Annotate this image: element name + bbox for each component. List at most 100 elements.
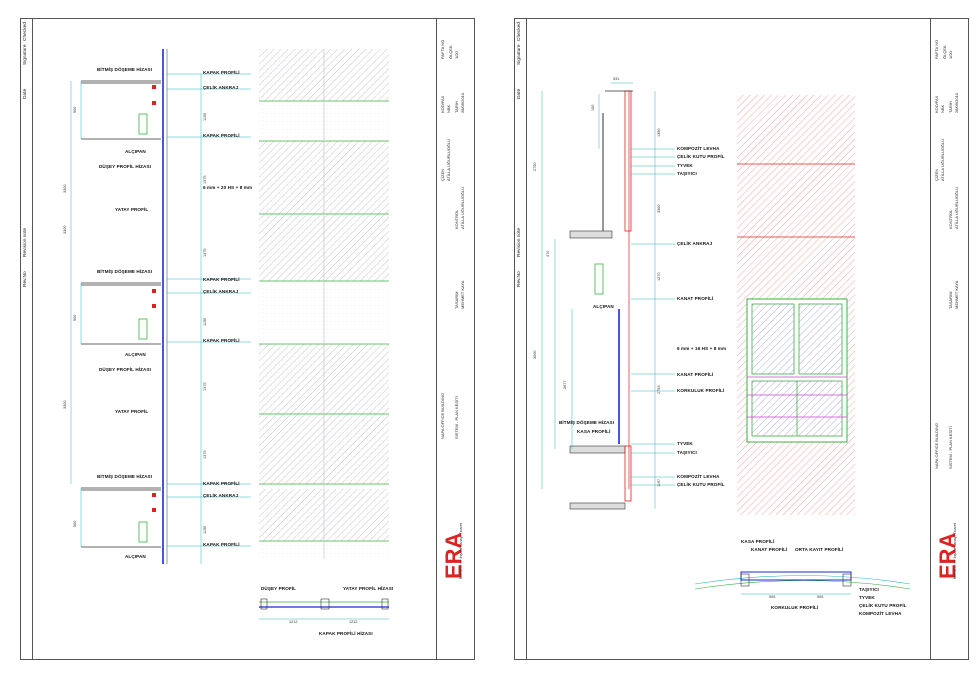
dim-3300-1: 3300 [63, 184, 67, 193]
checked-value-2: ATİLLA UĞURLUOĞLU [954, 186, 959, 229]
label-cover-5: KAPAK PROFİLİ [203, 481, 240, 486]
label-anchor-1: ÇELİK ANKRAJ [203, 85, 239, 90]
title-block-2: PAFTA NO ÖLÇEK 1/20 KOD/FAX NBK TARİH 28… [930, 19, 968, 659]
dim-470: 470 [546, 250, 550, 257]
label-vertical-line-2: DÜŞEY PROFİL HİZASI [99, 367, 152, 372]
label-plan-sash: KANAT PROFİLİ [751, 547, 788, 552]
project-name: NAPA OFFICE BUILDING [440, 392, 445, 439]
dim-1375-4: 1375 [203, 450, 207, 459]
dim-1197: 1197 [657, 478, 661, 487]
company-subtitle: Mimarlık ve İnşaat Sanayi Ticaret [459, 523, 463, 579]
dim-plan-905: 905 [769, 595, 776, 599]
drawn-value-2: ATİLLA UĞURLUOĞLU [940, 138, 945, 181]
scale-label-2: ÖLÇEK [942, 45, 947, 59]
elevation-section-drawing-1 [70, 49, 389, 620]
dim-1375-2: 1375 [203, 248, 207, 257]
project-name-2: NAPA OFFICE BUILDING [934, 422, 939, 469]
checked-label-2: KONTROL [948, 209, 953, 229]
label-plan-handrail: KORKULUK PROFİLİ [771, 605, 819, 610]
label-composite-1: KOMPOZİT LEVHA [677, 146, 720, 151]
dim-3300-3: 3300 [63, 400, 67, 409]
dim-1270: 1270 [657, 272, 661, 281]
designer-value-2: MEHMET KAYA [954, 280, 959, 309]
company-subtitle-2: Mimarlık ve İnşaat Sanayi Ticaret [953, 523, 957, 579]
sheet-no-label: PAFTA NO [440, 39, 445, 59]
company-logo-2: ERA [935, 532, 960, 579]
sheet-name: SİSTEM - PLAN KESİTİ [454, 396, 459, 439]
drawing-sheet-2: Date Signature Checked Rev.No Revision n… [514, 18, 969, 660]
dim-1150-3: 1150 [203, 525, 207, 534]
checked-value: ATİLLA UĞURLUOĞLU [460, 186, 465, 229]
revision-strip-2: Date Signature Checked Rev.No Revision n… [515, 19, 527, 659]
dim-plan-905b: 905 [817, 595, 824, 599]
drawn-label-2: ÇİZEN [934, 169, 939, 181]
label-frame: KASA PROFİLİ [577, 429, 611, 434]
dim-3300: 3300 [657, 204, 661, 213]
label-carrier-1: TAŞIYICI [677, 171, 697, 176]
label-drywall: ALÇIPAN [593, 304, 614, 309]
label-floor-level: BİTMİŞ DÖŞEME HİZASI [559, 420, 615, 425]
scale-value: 1/20 [454, 51, 459, 59]
label-cover-3: KAPAK PROFİLİ [203, 277, 240, 282]
title-block-1: PAFTA NO ÖLÇEK 1/20 KOD/FAX NBK TARİH 28… [436, 19, 474, 659]
date-value: 28/09/2010 [460, 92, 465, 113]
label-floor-level-1: BİTMİŞ DÖŞEME HİZASI [97, 67, 153, 72]
label-sash-2: KANAT PROFİLİ [677, 372, 714, 377]
label-cover-4: KAPAK PROFİLİ [203, 338, 240, 343]
label-horizontal-2: YATAY PROFİL [115, 409, 149, 414]
label-tyvek-2: TYVEK [677, 441, 693, 446]
dim-3300-2: 3300 [63, 225, 67, 234]
code-value-2: NBK [940, 104, 945, 113]
scale-label: ÖLÇEK [448, 45, 453, 59]
dim-500-1: 500 [73, 106, 77, 113]
code-value: NBK [446, 104, 451, 113]
label-steel-box-2: ÇELİK KUTU PROFİL [677, 482, 725, 487]
label-plan-mullion: ORTA KAYIT PROFİLİ [795, 547, 844, 552]
sheet-no-label-2: PAFTA NO [934, 39, 939, 59]
scale-value-2: 1/20 [948, 51, 953, 59]
label-anchor-2: ÇELİK ANKRAJ [203, 289, 239, 294]
label-glass-1: 6 mm + 20 HS + 8 mm [203, 185, 253, 190]
label-cover-1: KAPAK PROFİLİ [203, 70, 240, 75]
label-floor-level-3: BİTMİŞ DÖŞEME HİZASI [97, 474, 153, 479]
dim-531: 531 [613, 77, 620, 81]
company-logo: ERA [441, 532, 466, 579]
label-cover-2: KAPAK PROFİLİ [203, 133, 240, 138]
elevation-section-drawing-2 [541, 82, 911, 595]
dim-2677: 2677 [563, 380, 567, 389]
label-plan-vertical: DÜŞEY PROFİL [261, 586, 297, 591]
checked-label: KONTROL [454, 209, 459, 229]
dim-100: 100 [591, 104, 595, 111]
drawn-value: ATİLLA UĞURLUOĞLU [446, 138, 451, 181]
label-composite-2: KOMPOZİT LEVHA [677, 474, 720, 479]
date-label-2: TARİH [948, 101, 953, 113]
label-drywall-3: ALÇIPAN [125, 554, 146, 559]
dim-3000: 3000 [533, 350, 537, 359]
sheet-name-2: SİSTEM - PLAN KESİTİ [948, 426, 953, 469]
dim-plan-1: 1212 [289, 620, 298, 624]
label-cover-6: KAPAK PROFİLİ [203, 542, 240, 547]
label-plan-steel: ÇELİK KUTU PROFİL [859, 603, 907, 608]
label-tyvek-1: TYVEK [677, 163, 693, 168]
label-anchor: ÇELİK ANKRAJ [677, 241, 713, 246]
dim-500-3: 500 [73, 520, 77, 527]
label-vertical-line-1: DÜŞEY PROFİL HİZASI [99, 164, 152, 169]
drawing-sheet-1: Date Signature Checked Rev.No Revision n… [20, 18, 475, 660]
dim-1375-3: 1375 [203, 382, 207, 391]
label-plan-cover: KAPAK PROFİLİ HİZASI [319, 631, 373, 636]
code-label: KOD/FAX [440, 95, 445, 113]
label-horizontal-1: YATAY PROFİL [115, 207, 149, 212]
designer-label-2: TASARIM [948, 291, 953, 309]
label-plan-composite: KOMPOZİT LEVHA [859, 611, 902, 616]
date-value-2: 28/09/2010 [954, 92, 959, 113]
label-plan-carrier: TAŞIYICI [859, 587, 879, 592]
date-label: TARİH [454, 101, 459, 113]
label-anchor-3: ÇELİK ANKRAJ [203, 493, 239, 498]
label-steel-box-1: ÇELİK KUTU PROFİL [677, 154, 725, 159]
label-glass: 6 mm + 16 HS + 8 mm [677, 346, 727, 351]
dim-1375-1: 1375 [203, 175, 207, 184]
designer-value: MEHMET KAYA [460, 280, 465, 309]
dim-2793: 2793 [657, 385, 661, 394]
label-plan-tyvek: TYVEK [859, 595, 875, 600]
dim-1150-1: 1150 [203, 112, 207, 121]
